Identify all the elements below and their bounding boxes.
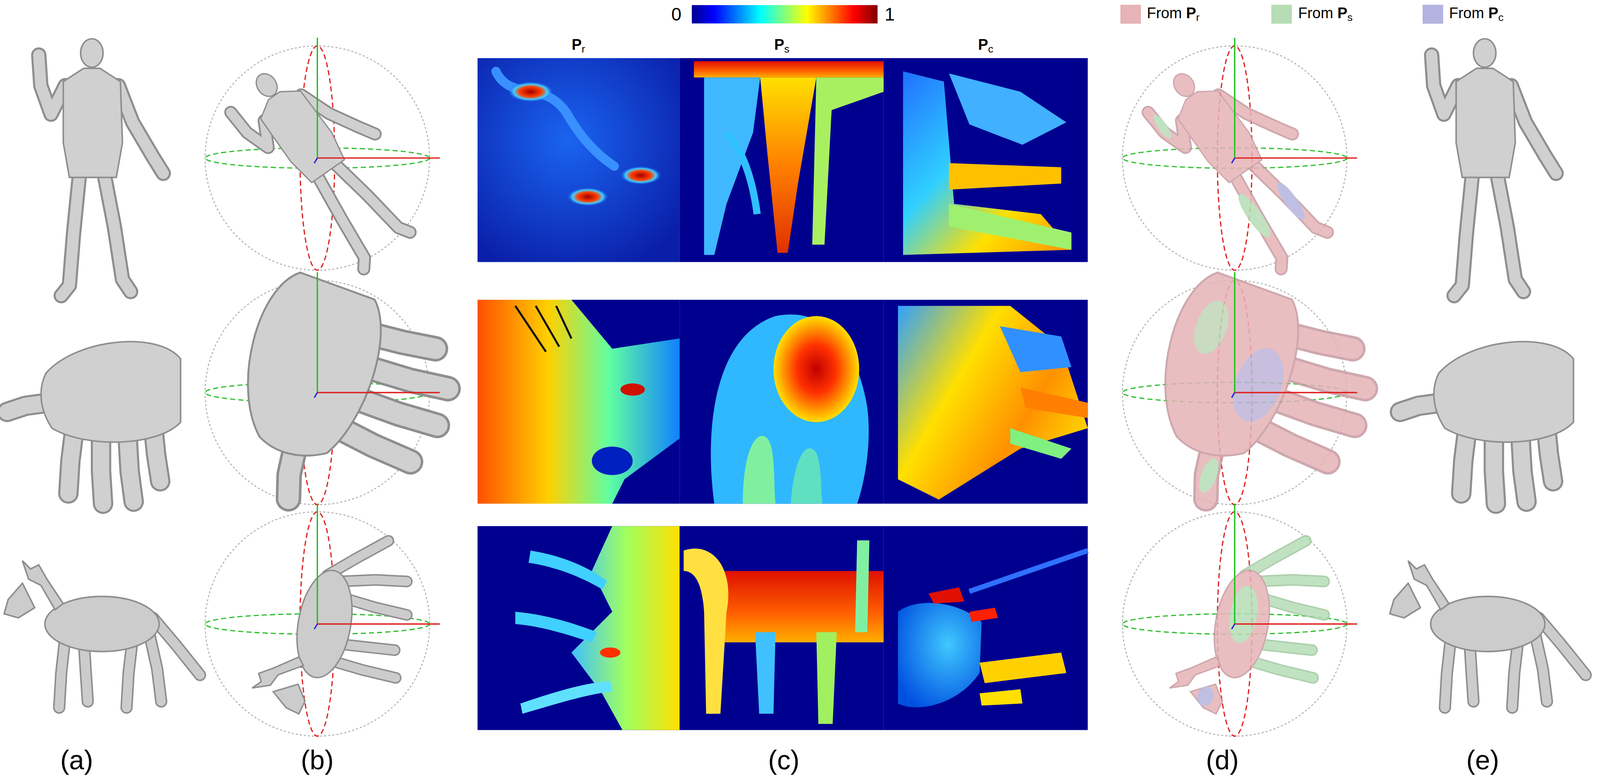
projection-maps [903,71,1072,256]
projection-maps [477,526,680,731]
projection-maps [979,652,1067,684]
legend-swatch [1422,4,1444,24]
projection-maps [515,306,572,352]
projection-maps [508,81,554,103]
projection-maps [571,526,680,731]
projection-maps [528,550,608,590]
projection-maps [679,299,884,504]
projection-maps [693,61,884,78]
panel-label: (b) [300,746,334,774]
projection-maps [816,632,837,725]
projection-maps [969,608,998,623]
projection-maps [600,647,621,658]
projection-maps [704,77,761,255]
projection-maps [969,550,1088,592]
projection-maps [979,689,1023,706]
legend-text: From Ps [1298,5,1353,23]
projection-maps [520,681,612,715]
canonical-spheres [205,265,471,539]
panel-label: (d) [1205,746,1239,774]
projection-maps [477,58,1088,731]
projection-maps [726,132,757,215]
projection-maps [683,548,729,714]
projection-maps [948,73,1067,145]
legend-swatch [1271,4,1292,24]
reconstructed-meshes [1431,38,1557,296]
canonical-spheres [314,37,441,164]
panel-label: (c) [768,746,800,774]
canonical-spheres [314,272,441,398]
reconstructed-meshes [1389,38,1586,708]
legend-text: From Pr [1146,5,1200,23]
colorbar-tick: 1 [884,5,895,24]
reconstructed-meshes [1389,560,1586,708]
canonical-spheres [314,503,441,630]
projection-maps [679,526,884,731]
projection-maps [790,448,823,504]
projection-maps [1020,387,1088,418]
input-meshes [38,38,164,296]
projection-maps [1010,428,1072,459]
column-header: Ps [774,37,790,55]
projection-maps [477,58,680,262]
merged-spheres [1122,37,1388,737]
projection-maps [883,526,1088,731]
projection-maps [928,587,964,604]
projection-maps [897,603,982,708]
legend-text: From Pc [1449,5,1504,23]
canonical-spheres [222,40,435,281]
projection-maps [812,77,884,245]
projection-maps [515,611,597,643]
merged-spheres [1231,37,1358,164]
projection-maps [710,314,869,504]
colorbar [691,5,878,24]
projection-maps [591,446,633,476]
colorbar-tick: 0 [671,5,682,24]
canonical-spheres [249,522,420,730]
projection-maps [999,326,1072,373]
projection-maps [620,383,645,396]
canonical-spheres [205,37,471,737]
projection-maps [571,299,680,349]
projection-maps [742,436,776,505]
projection-maps [883,299,1088,504]
merged-spheres [1166,522,1337,730]
merged-spheres [1139,40,1353,281]
input-meshes [7,341,181,504]
column-header: Pr [571,37,586,55]
input-meshes [3,38,200,708]
projection-maps [897,306,1088,501]
projection-maps [883,58,1088,262]
projection-maps [760,77,817,253]
projection-maps [754,632,776,715]
projection-maps [495,71,615,167]
projection-maps [567,187,608,206]
projection-maps [679,58,884,262]
merged-spheres [1231,272,1358,398]
projection-maps [620,166,661,185]
panel-label: (e) [1466,746,1499,774]
projection-maps [477,299,680,504]
input-meshes [3,560,200,708]
projection-maps [948,203,1072,250]
projection-maps [948,163,1062,190]
merged-spheres [1231,503,1358,630]
panel-label: (a) [60,746,93,774]
projection-maps [773,316,860,422]
merged-spheres [1123,265,1388,539]
reconstructed-meshes [1400,341,1574,504]
legend-swatch [1120,4,1141,24]
projection-maps [854,540,870,633]
column-header: Pc [978,37,994,55]
